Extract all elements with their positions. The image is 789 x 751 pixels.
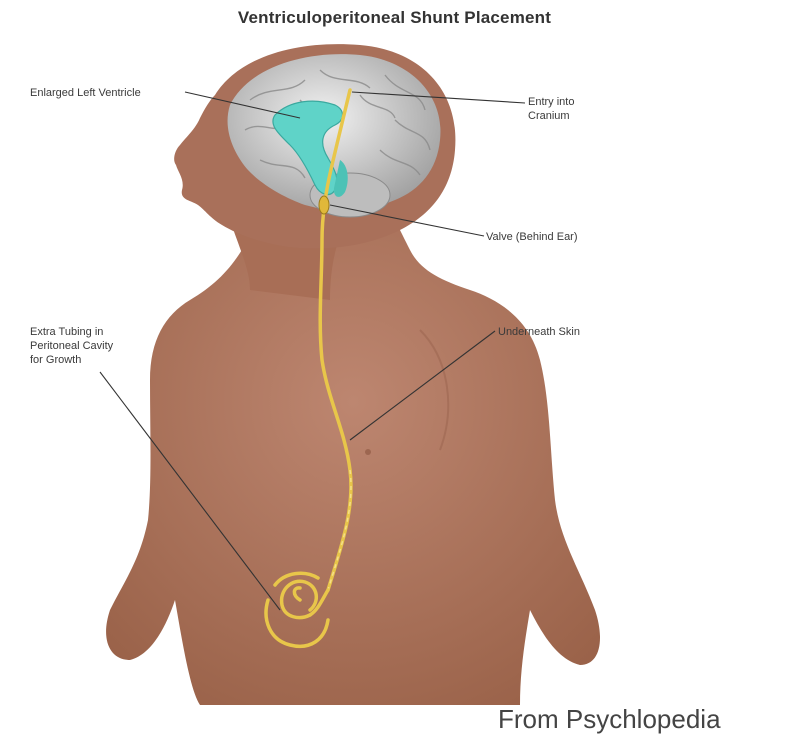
- label-entry-line1: Entry into: [528, 95, 618, 109]
- label-tubing-line2: Peritoneal Cavity: [30, 339, 160, 353]
- label-tubing-line3: for Growth: [30, 353, 160, 367]
- label-underneath-skin: Underneath Skin: [498, 325, 580, 339]
- label-tubing-line1: Extra Tubing in: [30, 325, 160, 339]
- diagram-title: Ventriculoperitoneal Shunt Placement: [0, 8, 789, 28]
- skin-mole: [365, 449, 371, 455]
- child-body-silhouette: [106, 200, 600, 705]
- label-entry-into-cranium: Entry into Cranium: [528, 95, 618, 123]
- shunt-valve: [319, 196, 329, 214]
- label-extra-tubing: Extra Tubing in Peritoneal Cavity for Gr…: [30, 325, 160, 367]
- image-credit: From Psychlopedia: [498, 704, 721, 735]
- label-enlarged-left-ventricle: Enlarged Left Ventricle: [30, 86, 141, 100]
- label-entry-line2: Cranium: [528, 109, 618, 123]
- label-valve: Valve (Behind Ear): [486, 230, 578, 244]
